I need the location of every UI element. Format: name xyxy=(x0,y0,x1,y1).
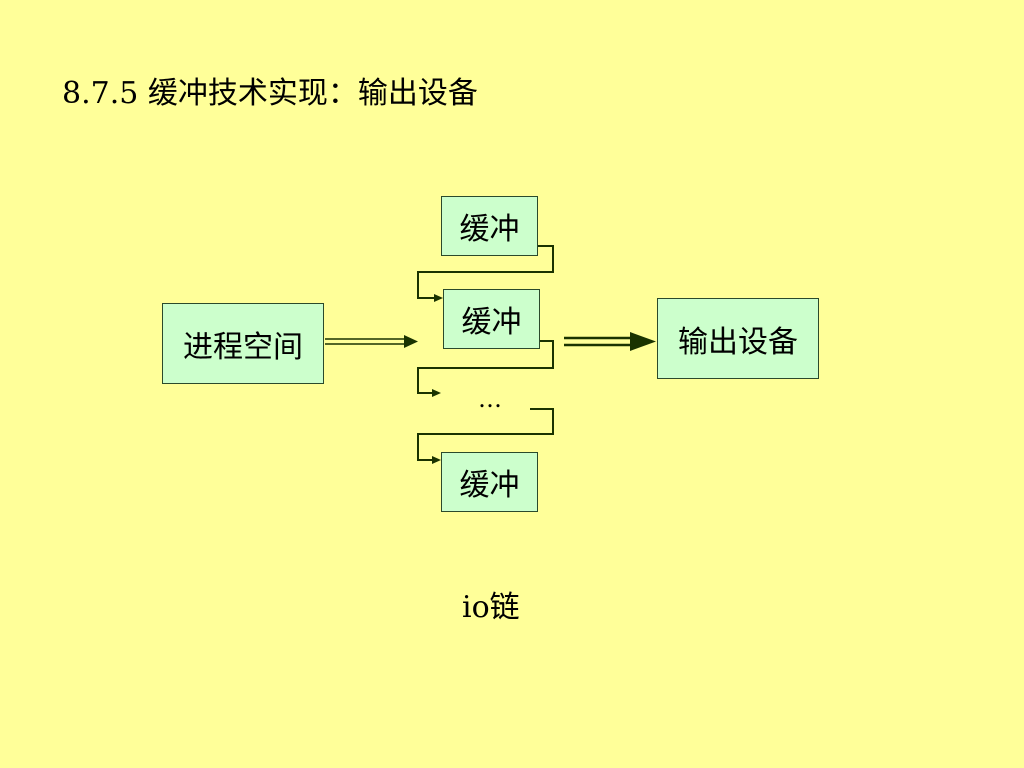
chain-to-output-arrow xyxy=(564,332,656,351)
process-to-chain-arrow xyxy=(325,335,418,348)
chain-link-1 xyxy=(417,245,554,302)
io-chain-caption: io链 xyxy=(462,590,520,625)
buffer-box: 缓冲 xyxy=(441,196,538,256)
slide-title: 8.7.5 缓冲技术实现：输出设备 xyxy=(62,76,478,111)
buffer-box: 缓冲 xyxy=(441,452,538,512)
output-device-box: 输出设备 xyxy=(657,298,819,379)
process-space-box: 进程空间 xyxy=(162,303,324,384)
chain-link-3 xyxy=(417,408,554,464)
ellipsis: … xyxy=(478,385,502,413)
buffer-box: 缓冲 xyxy=(443,289,540,349)
chain-link-2 xyxy=(417,340,554,397)
